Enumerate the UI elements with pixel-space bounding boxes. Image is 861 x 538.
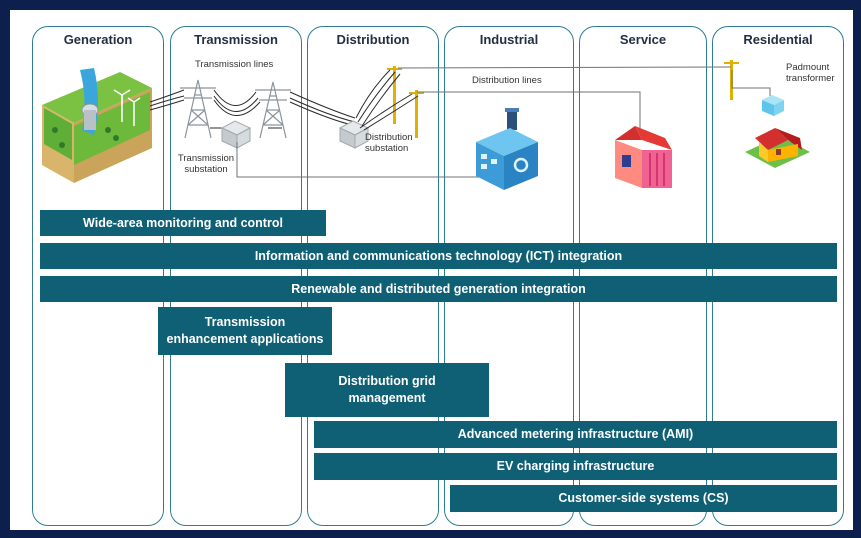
distribution-lines-label: Distribution lines — [472, 75, 542, 86]
distribution-pole-icon — [387, 60, 739, 138]
padmount-transformer-icon — [762, 95, 784, 116]
column-header-distribution: Distribution — [336, 32, 410, 47]
bar-ict-integration: Information and communications technolog… — [40, 243, 837, 269]
factory-icon — [476, 108, 538, 190]
transmission-tower-icon — [180, 79, 291, 139]
bar-ev-charging: EV charging infrastructure — [314, 453, 837, 480]
distribution-conductors — [355, 69, 419, 131]
top-text-fragment: p — [362, 10, 371, 15]
service-building-icon — [615, 126, 672, 188]
bar-renewable-integration: Renewable and distributed generation int… — [40, 276, 837, 302]
power-plant-icon — [42, 68, 152, 183]
house-icon — [745, 128, 810, 168]
distribution-substation-label: Distribution substation — [365, 132, 413, 154]
column-header-residential: Residential — [743, 32, 813, 47]
transmission-substation-label: Transmission substation — [177, 153, 235, 175]
column-header-industrial: Industrial — [479, 32, 539, 47]
column-header-transmission: Transmission — [194, 32, 278, 47]
grid-illustration — [42, 60, 810, 190]
transmission-lines-icon — [149, 89, 357, 129]
padmount-transformer-label: Padmount transformer — [786, 62, 835, 84]
bar-distribution-grid-management: Distribution grid management — [285, 363, 489, 417]
bar-customer-side-systems: Customer-side systems (CS) — [450, 485, 837, 512]
diagram-frame: p Generation Transmission Distribution I… — [10, 10, 853, 530]
transmission-lines-label: Transmission lines — [195, 59, 274, 70]
bar-ami: Advanced metering infrastructure (AMI) — [314, 421, 837, 448]
bar-transmission-enhancement: Transmission enhancement applications — [158, 307, 332, 355]
column-header-service: Service — [619, 32, 667, 47]
bar-wide-area-monitoring: Wide-area monitoring and control — [40, 210, 326, 236]
transmission-substation-icon — [220, 120, 252, 149]
column-header-generation: Generation — [63, 32, 133, 47]
